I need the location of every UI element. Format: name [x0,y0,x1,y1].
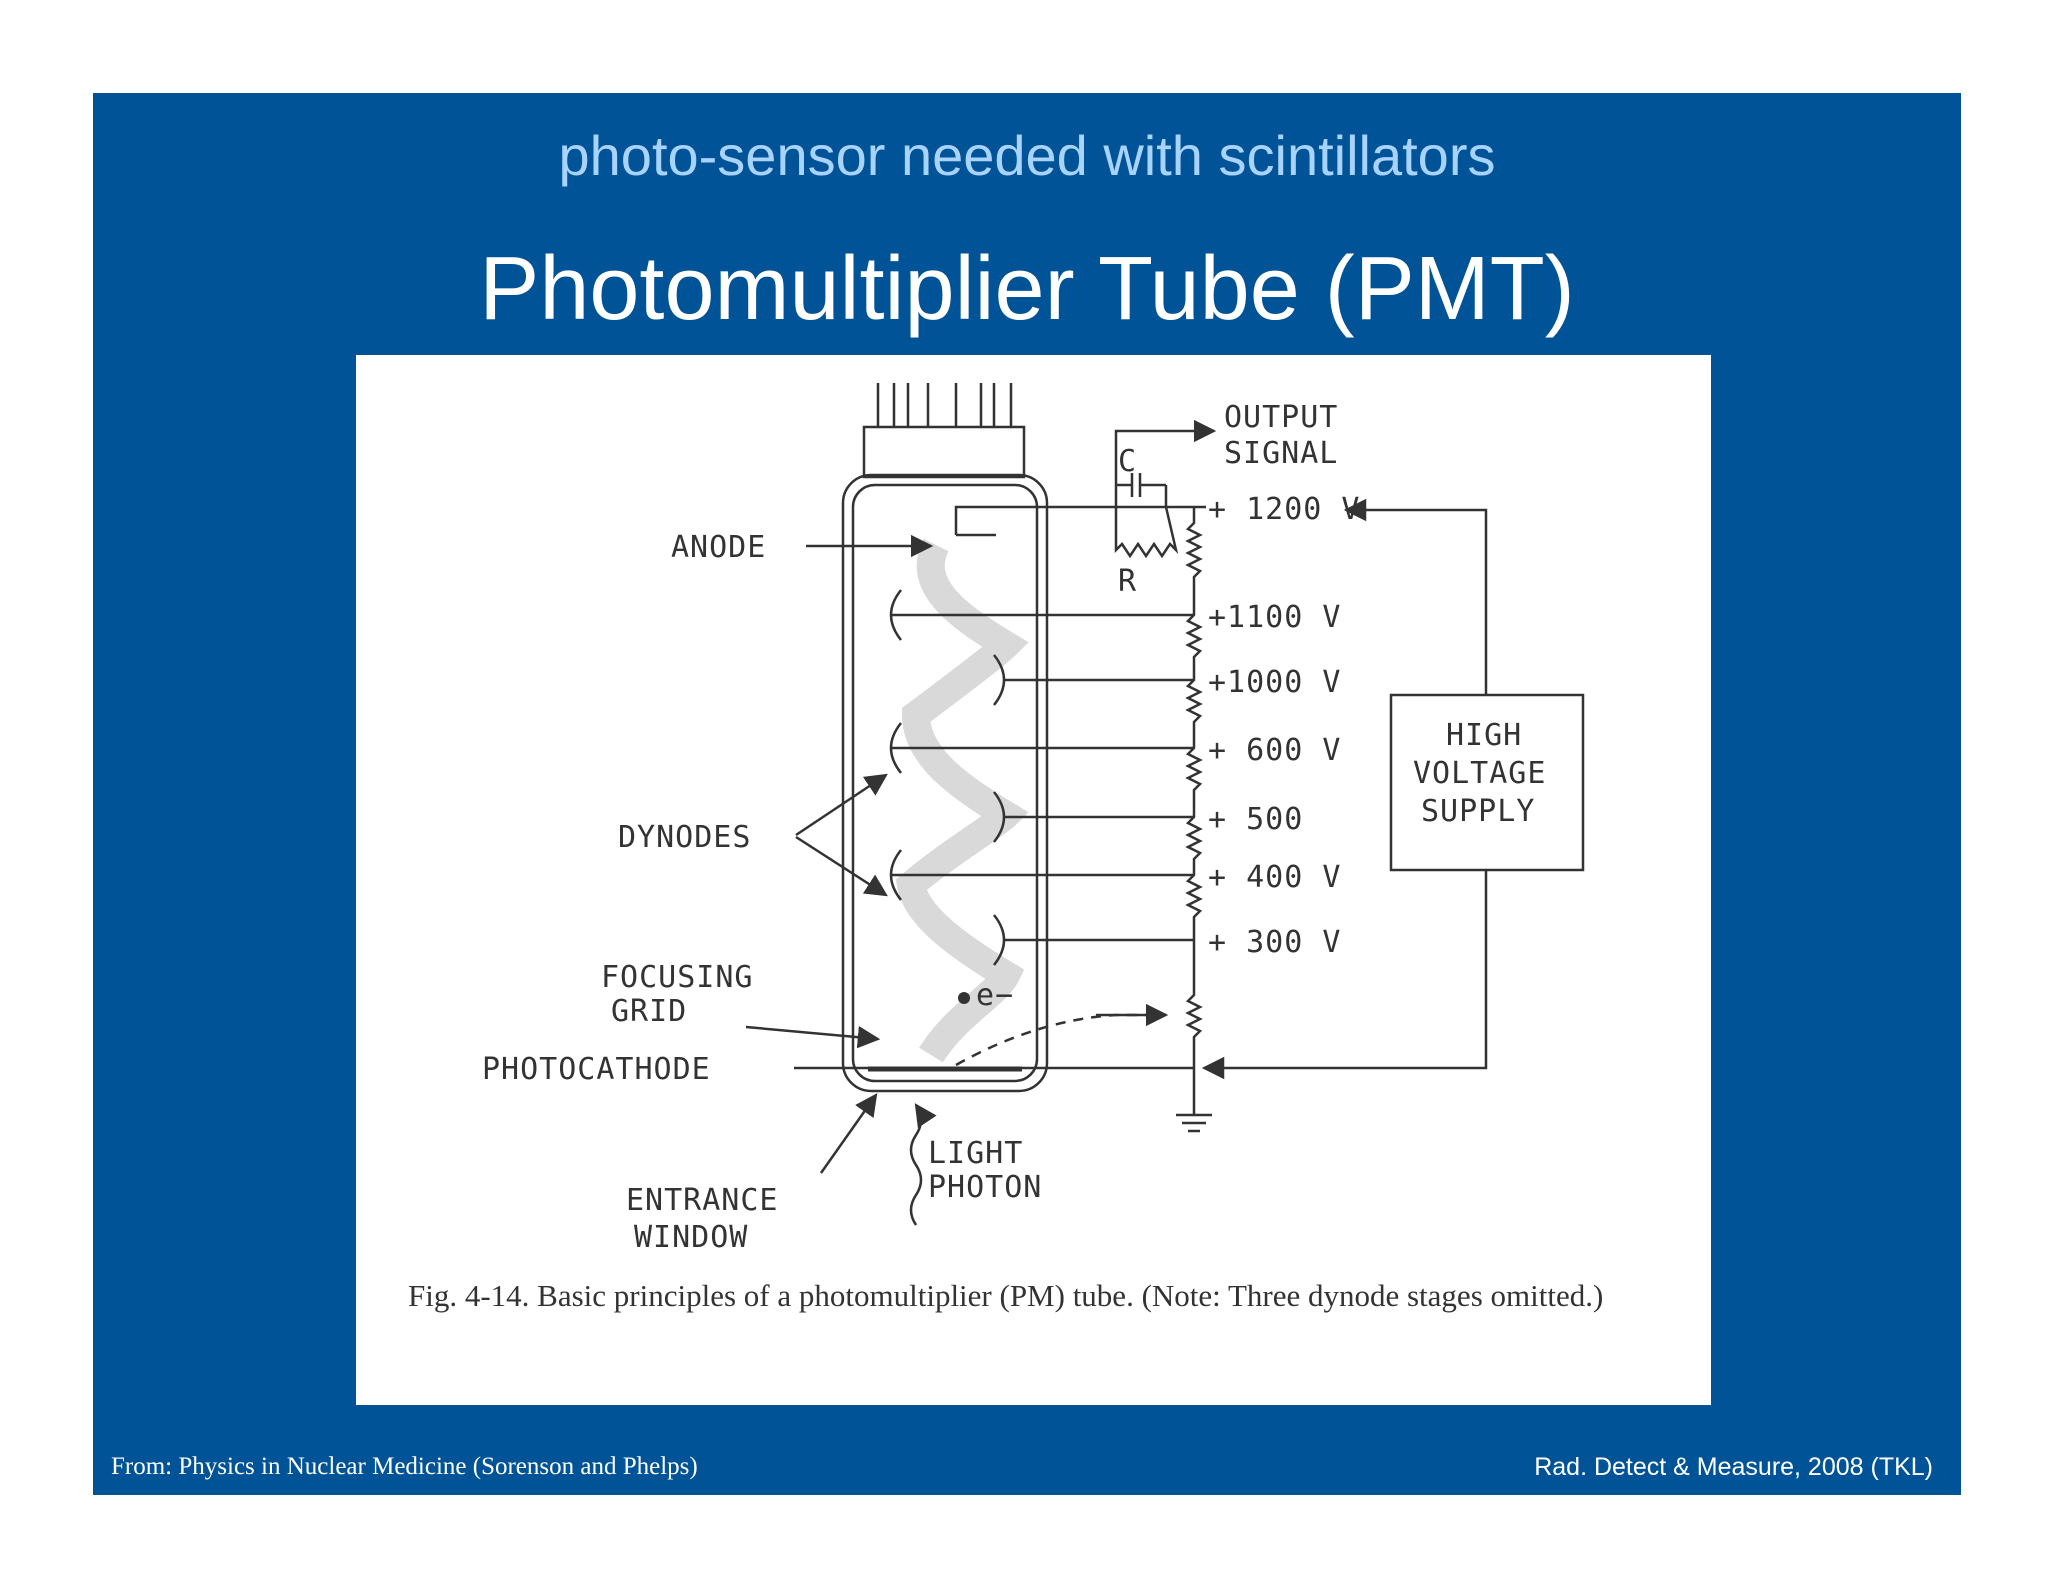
source-credit: From: Physics in Nuclear Medicine (Soren… [111,1453,698,1480]
voltage-500: + 500 [1208,802,1303,837]
capacitor-label: C [1118,444,1137,479]
electron-cascade [895,538,1029,1063]
voltage-400: + 400 V [1208,860,1341,895]
ground-symbol [1176,1113,1212,1133]
output-label-1: OUTPUT [1224,400,1338,435]
resistor-label: R [1118,564,1137,599]
voltage-600: + 600 V [1208,733,1341,768]
pmt-figure: OUTPUT SIGNAL ANODE DYNODES FOCUSING GRI… [356,355,1711,1405]
load-resistor [1114,506,1179,559]
voltage-1200: + 1200 V [1208,492,1361,527]
dynodes-label: DYNODES [618,820,751,855]
voltage-divider [1185,507,1203,1115]
output-label-2: SIGNAL [1224,436,1338,471]
voltage-1000: +1000 V [1208,665,1341,700]
coupling-capacitor [1116,473,1168,507]
tube-base [862,425,1026,479]
focusing-grid-label-2: GRID [611,994,687,1029]
voltage-300: + 300 V [1208,925,1341,960]
figure-caption: Fig. 4-14. Basic principles of a photomu… [408,1278,1604,1313]
pmt-diagram: OUTPUT SIGNAL ANODE DYNODES FOCUSING GRI… [482,383,1585,1255]
photocathode-label: PHOTOCATHODE [482,1052,711,1087]
light-photon-label-2: PHOTON [928,1170,1042,1205]
slide: photo-sensor needed with scintillators P… [93,93,1961,1495]
voltage-1100: +1100 V [1208,600,1341,635]
slide-title: Photomultiplier Tube (PMT) [479,239,1575,339]
focusing-grid-label-1: FOCUSING [601,960,754,995]
electron-dot [958,992,970,1004]
slide-subtitle: photo-sensor needed with scintillators [558,124,1496,187]
light-photon-wave [909,1103,937,1226]
entrance-window-label-1: ENTRANCE [626,1183,779,1218]
tube-envelope-outer [841,473,1049,1093]
anode-electrode [954,505,1206,535]
tube-envelope-inner [851,483,1039,1083]
hv-label-2: VOLTAGE [1413,756,1546,791]
entrance-window-label-2: WINDOW [634,1220,748,1255]
light-photon-label-1: LIGHT [928,1136,1023,1171]
tube-pins [876,383,1013,427]
hv-label-3: SUPPLY [1421,794,1535,829]
electron-label: e− [976,978,1014,1013]
hv-label-1: HIGH [1446,718,1522,753]
photoelectron-path [955,1013,1166,1067]
dynode-leads [891,613,1194,942]
course-credit: Rad. Detect & Measure, 2008 (TKL) [1534,1453,1933,1481]
anode-label: ANODE [671,530,766,565]
